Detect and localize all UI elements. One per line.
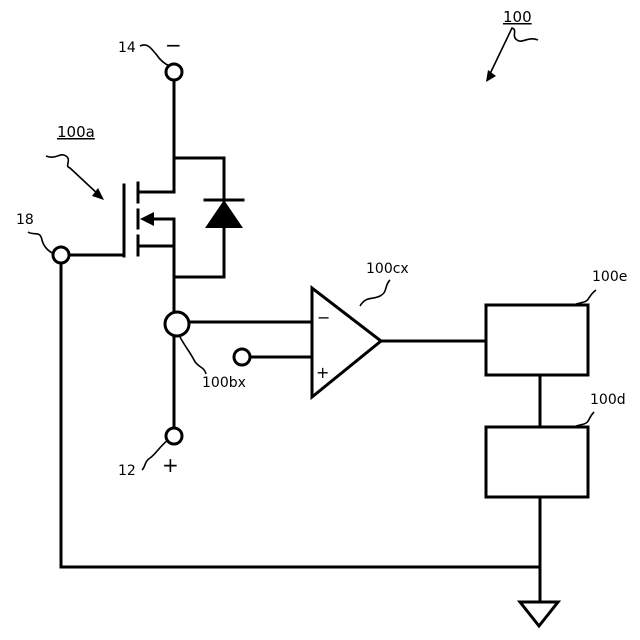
terminal-12-sign: +: [162, 453, 179, 477]
terminal-18-leader: [28, 232, 54, 254]
comparator-noninverting-sign: +: [316, 363, 329, 382]
reference-input-node: [234, 349, 250, 365]
block-100e: [486, 305, 588, 375]
terminal-14-sign: −: [165, 33, 182, 57]
sense-node: [165, 312, 189, 336]
diode-icon: [205, 200, 243, 228]
comparator-ref-leader: [360, 280, 390, 306]
terminal-14-node: [166, 64, 182, 80]
ground-icon: [520, 602, 558, 626]
mosfet-body-arrow-icon: [140, 212, 154, 226]
terminal-18-node: [53, 247, 69, 263]
node-ref-label: 100bx: [202, 375, 246, 391]
figure-ref-leader: [488, 28, 538, 78]
block-100e-leader: [576, 290, 596, 304]
figure-ref-label: 100: [503, 8, 532, 26]
terminal-18-label: 18: [16, 212, 34, 228]
terminal-12-label: 12: [118, 463, 136, 479]
terminal-14-label: 14: [118, 40, 136, 56]
block-100e-label: 100e: [592, 269, 627, 285]
terminal-12-node: [166, 428, 182, 444]
block-100d: [486, 427, 588, 497]
block-100d-label: 100d: [590, 392, 626, 408]
node-ref-leader: [180, 337, 206, 374]
block-100d-leader: [576, 412, 594, 426]
comparator-ref-label: 100cx: [366, 261, 409, 277]
gate-return-wire: [61, 263, 540, 567]
transistor-ref-leader: [46, 155, 100, 196]
comparator-inverting-sign: −: [317, 308, 330, 327]
transistor-ref-label: 100a: [57, 123, 95, 141]
